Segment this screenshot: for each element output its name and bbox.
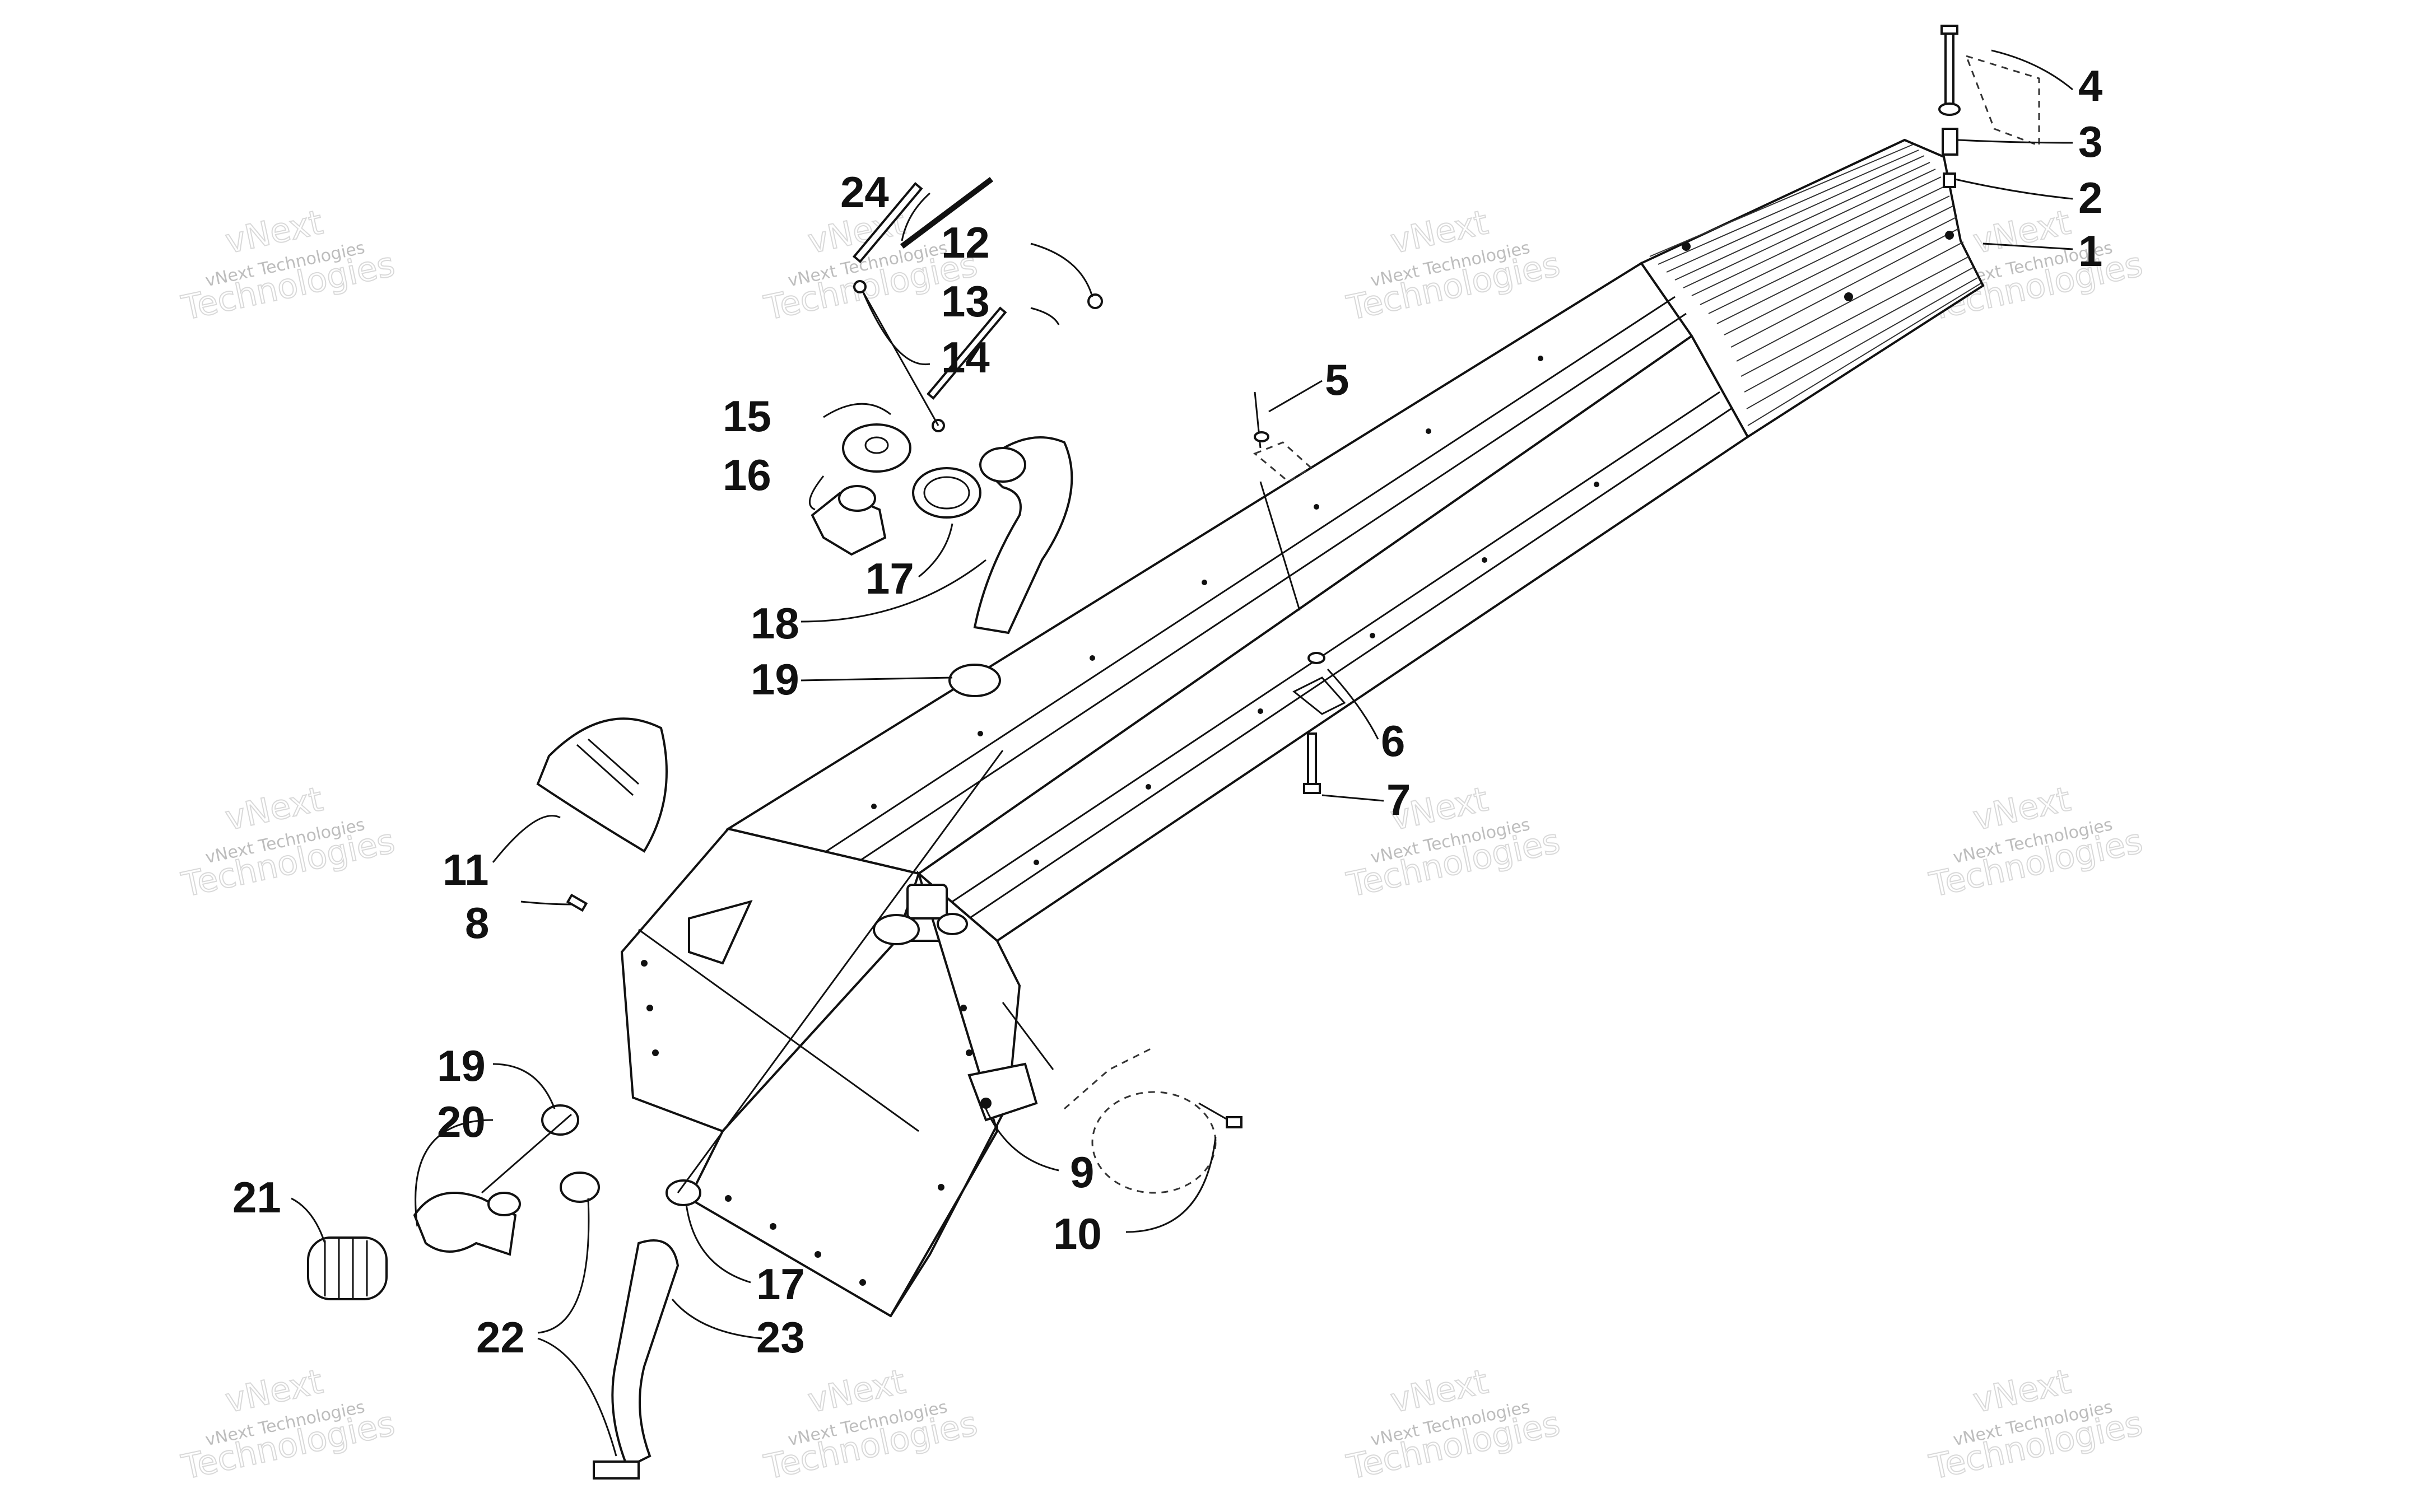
rod-24 <box>900 177 993 249</box>
callout-7: 7 <box>1386 775 1411 824</box>
front-bulkhead <box>620 827 1021 1318</box>
assembly-lines <box>481 291 1301 1194</box>
watermark: vNext vNext Technologies Technologies <box>178 1361 399 1488</box>
bulkhead-right-bracket <box>890 870 1021 1317</box>
thermostat-housing <box>873 884 968 945</box>
ring-clamp-22 <box>560 1172 600 1203</box>
callout-21: 21 <box>232 1173 281 1222</box>
tunnel-groove <box>969 408 1732 920</box>
callout-16: 16 <box>723 450 771 500</box>
callout-labels: 1 2 3 4 5 6 7 8 9 10 11 12 13 14 15 16 1… <box>232 61 2102 1362</box>
fastener-5 <box>1253 391 1313 483</box>
callout-19-upper: 19 <box>751 655 799 704</box>
radiator-cap-15 <box>842 423 911 473</box>
heat-exchanger-ribs <box>1649 144 1981 426</box>
rear-heat-exchanger <box>1640 138 1985 438</box>
tunnel-groove <box>817 296 1676 858</box>
coolant-hose-18 <box>973 436 1073 634</box>
tunnel-groove <box>840 312 1687 875</box>
callout-17-lower: 17 <box>756 1259 805 1309</box>
bracket-9 <box>967 1062 1038 1122</box>
bolt-stack <box>1938 25 2040 240</box>
callout-9: 9 <box>1070 1147 1094 1197</box>
tunnel-groove <box>952 391 1720 903</box>
callout-6: 6 <box>1381 716 1405 766</box>
callout-18: 18 <box>751 599 799 648</box>
callout-24: 24 <box>840 167 889 217</box>
watermark: vNext vNext Technologies Technologies <box>1343 202 1564 329</box>
nut-bolt-6-7 <box>1292 652 1346 794</box>
callout-10: 10 <box>1053 1209 1102 1258</box>
callout-22: 22 <box>476 1313 525 1362</box>
hose-clamp-17-lower <box>666 1179 701 1206</box>
bracket-plate <box>688 899 753 965</box>
callout-13: 13 <box>941 277 990 326</box>
watermark: vNext vNext Technologies Technologies <box>178 202 399 329</box>
callout-4: 4 <box>2078 61 2102 110</box>
watermark: vNext vNext Technologies Technologies <box>1925 1361 2147 1488</box>
callout-23: 23 <box>756 1313 805 1362</box>
clamp-19-lower <box>541 1104 579 1136</box>
watermark: vNext vNext Technologies Technologies <box>1343 1361 1564 1488</box>
lower-hose-23 <box>593 1239 680 1480</box>
callout-15: 15 <box>723 391 771 441</box>
tunnel-rivets <box>871 242 1853 865</box>
bellows-21 <box>307 1236 388 1300</box>
callout-19-lower: 19 <box>437 1041 486 1090</box>
screw-8 <box>566 893 588 912</box>
callout-3: 3 <box>2078 117 2102 166</box>
watermark: vNext vNext Technologies Technologies <box>1925 779 2147 906</box>
leader-lines <box>291 49 2073 1457</box>
tunnel-assembly <box>725 138 1985 942</box>
callout-20: 20 <box>437 1097 486 1146</box>
watermark: vNext vNext Technologies Technologies <box>760 1361 981 1488</box>
callout-12: 12 <box>941 218 990 267</box>
clamp-19-upper <box>948 664 1001 697</box>
bulkhead-holes <box>641 960 972 1286</box>
callout-5: 5 <box>1325 355 1349 404</box>
elbow-hose-20 <box>413 1192 521 1256</box>
callout-2: 2 <box>2078 173 2102 222</box>
callout-8: 8 <box>465 898 489 948</box>
hose-clamp-17-upper <box>912 467 981 519</box>
callout-11: 11 <box>443 845 488 894</box>
watermarks: vNext vNext Technologies Technologies vN… <box>178 202 2147 1488</box>
callout-1: 1 <box>2078 226 2102 276</box>
watermark: vNext vNext Technologies Technologies <box>1343 779 1564 906</box>
rods-12-13-14 <box>852 182 1103 432</box>
watermark: vNext vNext Technologies Technologies <box>178 779 399 906</box>
filler-neck-16 <box>811 485 887 556</box>
heat-shield-11 <box>536 717 668 853</box>
callout-17-upper: 17 <box>865 554 914 603</box>
callout-14: 14 <box>941 333 990 382</box>
